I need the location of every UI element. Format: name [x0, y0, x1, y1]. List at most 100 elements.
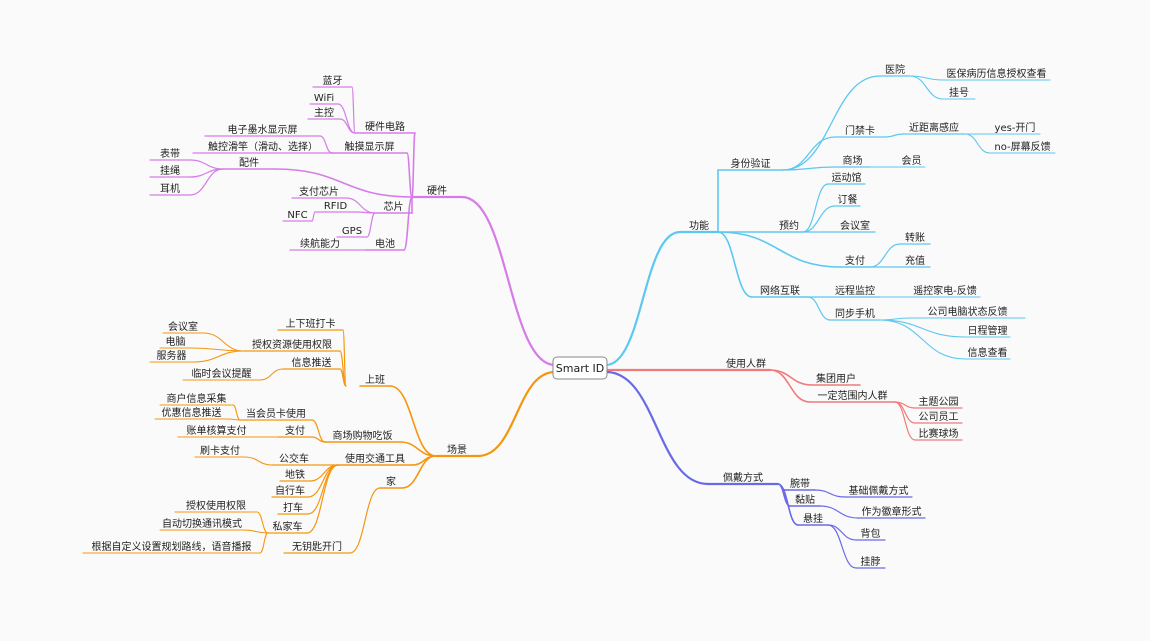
node-scene-home[interactable]: 家: [386, 475, 396, 488]
node-hardware-accessories-earphone[interactable]: 耳机: [160, 182, 180, 195]
node-hardware-circuit-mcu[interactable]: 主控: [314, 106, 334, 119]
node-wearing-hang-bag[interactable]: 背包: [861, 527, 881, 540]
node-hardware-accessories-lanyard[interactable]: 挂绳: [160, 164, 180, 177]
node-wearing[interactable]: 佩戴方式: [723, 471, 763, 484]
node-scene-mall[interactable]: 商场购物吃饭: [333, 429, 393, 442]
node-function-payment[interactable]: 支付: [845, 254, 865, 267]
edge-users-range-stadium: [894, 401, 916, 441]
edge-function-identity-hospital-register: [909, 75, 944, 100]
edge-scene-transport-taxi: [307, 464, 339, 515]
node-hardware-touch_display[interactable]: 触摸显示屏: [345, 140, 395, 153]
node-function-identity-access_card-proximity-yes[interactable]: yes-开门: [995, 121, 1036, 134]
node-function-iot-remote-appliance[interactable]: 遥控家电-反馈: [913, 284, 977, 297]
node-hardware-accessories-watchband[interactable]: 表带: [160, 147, 180, 160]
node-scene[interactable]: 场景: [447, 443, 467, 456]
node-hardware-circuit[interactable]: 硬件电路: [365, 120, 405, 133]
node-hardware-chip[interactable]: 芯片: [384, 200, 404, 213]
node-scene-work-auth-computer[interactable]: 电脑: [166, 335, 186, 348]
edge-hardware-accessories-earphone: [189, 168, 224, 196]
node-hardware-chip-pay_chip[interactable]: 支付芯片: [299, 185, 339, 198]
node-function-identity-mall[interactable]: 商场: [843, 154, 863, 167]
node-function-identity-hospital-register[interactable]: 挂号: [949, 86, 969, 99]
node-function-booking-meal[interactable]: 订餐: [838, 193, 858, 206]
node-hardware-touch_display-slider[interactable]: 触控滑竿（滑动、选择）: [208, 140, 318, 153]
node-users-range-park[interactable]: 主题公园: [919, 396, 959, 408]
node-function-payment-transfer[interactable]: 转账: [905, 231, 925, 244]
node-users[interactable]: 使用人群: [726, 357, 766, 370]
edge-scene-work-clock_in: [342, 329, 347, 387]
node-scene-work-clock_in[interactable]: 上下班打卡: [286, 317, 336, 330]
node-hardware-battery[interactable]: 电池: [375, 237, 395, 250]
node-scene-work-auth-server[interactable]: 服务器: [157, 349, 187, 362]
node-scene-work-push[interactable]: 信息推送: [292, 356, 332, 369]
edge-scene-mall-membership: [311, 419, 326, 443]
node-hardware-battery-endurance[interactable]: 续航能力: [300, 237, 340, 250]
node-function-identity-hospital[interactable]: 医院: [885, 63, 905, 76]
node-scene-transport-car-car_auth[interactable]: 授权使用权限: [186, 499, 246, 512]
node-users-range[interactable]: 一定范围内人群: [818, 389, 888, 402]
node-users-group[interactable]: 集团用户: [816, 372, 856, 385]
node-function-iot-sync-info[interactable]: 信息查看: [968, 346, 1008, 359]
node-scene-work-auth-meeting_room[interactable]: 会议室: [168, 320, 198, 333]
node-function-identity-access_card-proximity-no[interactable]: no-屏幕反馈: [994, 140, 1050, 153]
edge-users-group: [769, 369, 813, 386]
node-function-iot-sync[interactable]: 同步手机: [835, 307, 875, 320]
node-scene-transport-bus-swipe[interactable]: 刷卡支付: [200, 444, 240, 457]
edge-scene-work-push: [339, 368, 347, 387]
edge-function-booking-gym: [802, 183, 829, 233]
node-scene-transport-car-route[interactable]: 根据自定义设置规划路线，语音播报: [92, 540, 252, 553]
node-function-identity[interactable]: 身份验证: [731, 157, 771, 170]
root-node-box[interactable]: [552, 356, 608, 380]
node-hardware-accessories[interactable]: 配件: [239, 157, 259, 169]
node-wearing-sticker[interactable]: 黏贴: [795, 493, 815, 506]
node-scene-transport-bike[interactable]: 自行车: [275, 484, 305, 497]
node-wearing-wristband[interactable]: 腕带: [790, 477, 810, 490]
node-scene-transport-taxi[interactable]: 打车: [283, 501, 303, 514]
root-node[interactable]: Smart ID: [552, 356, 608, 380]
node-function-booking-room[interactable]: 会议室: [840, 219, 870, 232]
node-scene-mall-pay[interactable]: 支付: [285, 424, 305, 437]
node-function-booking-gym[interactable]: 运动馆: [832, 171, 862, 184]
node-wearing-wristband-basic[interactable]: 基础佩戴方式: [849, 484, 909, 497]
node-scene-transport-car[interactable]: 私家车: [273, 520, 303, 533]
node-scene-transport-bus[interactable]: 公交车: [279, 452, 309, 465]
node-function-identity-access_card-proximity[interactable]: 近距离感应: [909, 121, 959, 134]
edge-function-identity-access_card-proximity-no: [964, 133, 991, 154]
node-function-iot-sync-schedule[interactable]: 日程管理: [968, 324, 1008, 337]
node-hardware-chip-gps[interactable]: GPS: [342, 226, 362, 237]
node-hardware-circuit-wifi[interactable]: WiFi: [314, 93, 334, 104]
node-function-identity-access_card[interactable]: 门禁卡: [845, 124, 875, 137]
node-function[interactable]: 功能: [689, 219, 709, 232]
node-scene-work-push-meeting_remind[interactable]: 临时会议提醒: [192, 367, 252, 380]
node-function-identity-hospital-records[interactable]: 医保病历信息授权查看: [947, 67, 1047, 80]
edge-function-identity-mall: [782, 166, 836, 171]
node-scene-work-auth[interactable]: 授权资源使用权限: [252, 338, 332, 351]
node-function-payment-recharge[interactable]: 充值: [905, 254, 925, 267]
node-hardware-circuit-bluetooth[interactable]: 蓝牙: [323, 75, 343, 87]
node-hardware-chip-nfc[interactable]: NFC: [287, 210, 307, 221]
node-function-iot-remote[interactable]: 远程监控: [835, 284, 875, 297]
node-hardware-touch_display-eink[interactable]: 电子墨水显示屏: [228, 123, 298, 136]
node-function-booking[interactable]: 预约: [779, 219, 799, 232]
node-scene-transport-car-auto_mode[interactable]: 自动切换通讯模式: [162, 517, 242, 530]
node-wearing-hang[interactable]: 悬挂: [803, 512, 823, 525]
node-function-identity-mall-member[interactable]: 会员: [902, 154, 922, 167]
node-function-iot-sync-pc_status[interactable]: 公司电脑状态反馈: [928, 305, 1008, 318]
edge-wearing-wristband-basic: [814, 489, 846, 498]
node-scene-transport-subway[interactable]: 地铁: [285, 468, 305, 481]
node-scene-home-keyless[interactable]: 无钥匙开门: [292, 540, 342, 553]
node-scene-mall-membership-discount[interactable]: 优惠信息推送: [162, 406, 222, 419]
node-wearing-sticker-badge[interactable]: 作为徽章形式: [862, 505, 922, 518]
node-hardware[interactable]: 硬件: [427, 185, 447, 197]
node-scene-mall-membership[interactable]: 当会员卡使用: [246, 407, 306, 420]
node-hardware-chip-rfid[interactable]: RFID: [324, 201, 348, 212]
node-scene-mall-membership-merchant[interactable]: 商户信息采集: [167, 392, 227, 405]
node-users-range-stadium[interactable]: 比赛球场: [919, 427, 959, 440]
node-scene-mall-pay-checkout[interactable]: 账单核算支付: [187, 424, 247, 437]
node-scene-transport[interactable]: 使用交通工具: [345, 452, 405, 465]
node-function-iot[interactable]: 网络互联: [760, 284, 800, 297]
node-wearing-hang-neck[interactable]: 挂脖: [861, 555, 881, 568]
node-users-range-staff[interactable]: 公司员工: [919, 411, 959, 423]
node-scene-work[interactable]: 上班: [365, 374, 385, 386]
